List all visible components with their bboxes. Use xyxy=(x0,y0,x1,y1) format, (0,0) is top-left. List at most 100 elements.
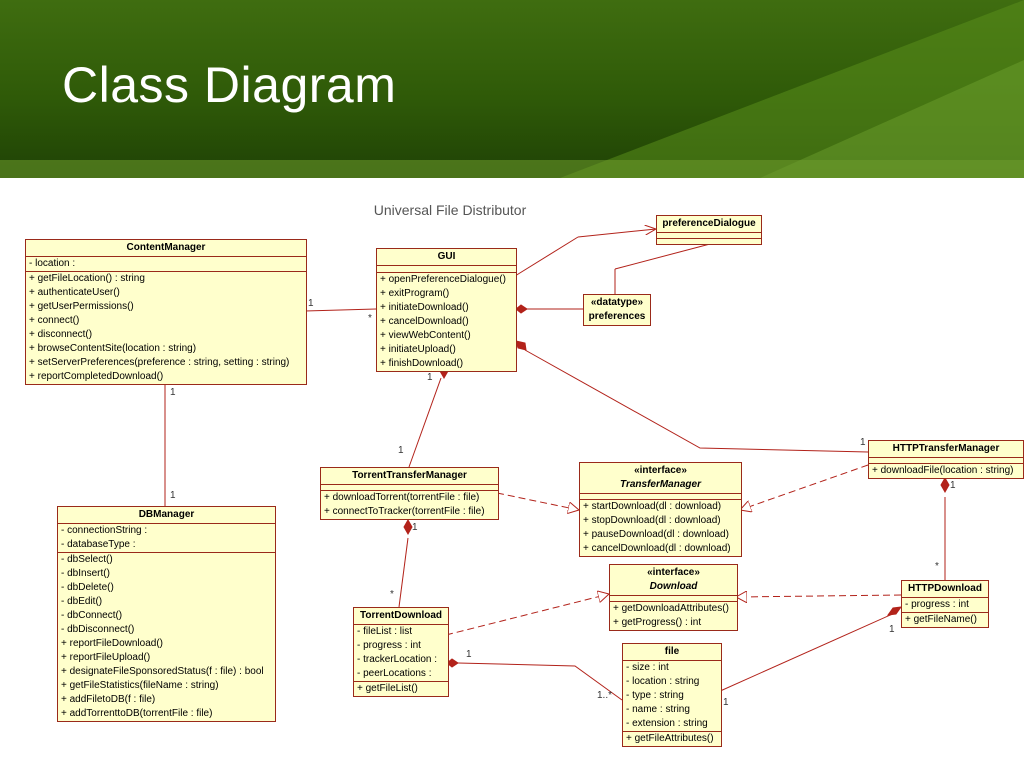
operation: + getProgress() : int xyxy=(613,617,702,628)
interface-download[interactable]: «interface» Download + getDownloadAttrib… xyxy=(609,564,738,631)
operation: + reportFileDownload() xyxy=(61,638,163,649)
diamond-gui-preferences xyxy=(515,304,528,314)
comp-httpdownload-file xyxy=(717,611,898,693)
diamond-http-hd xyxy=(940,476,950,494)
attributes-section xyxy=(869,458,1023,464)
operation: + reportCompletedDownload() xyxy=(29,371,164,382)
operation: + getUserPermissions() xyxy=(29,301,134,312)
comp-gui-torrenttransfermanager xyxy=(408,377,442,468)
operation: + getFileStatistics(fileName : string) xyxy=(61,680,219,691)
operation: + authenticateUser() xyxy=(29,287,120,298)
class-name: HTTPTransferManager xyxy=(869,441,1023,458)
operation: + finishDownload() xyxy=(380,358,464,369)
operation: + stopDownload(dl : download) xyxy=(583,515,721,526)
multiplicity-label: 1 xyxy=(170,387,176,398)
operations-section: + startDownload(dl : download) + stopDow… xyxy=(580,500,741,556)
class-name: preferences xyxy=(588,311,646,322)
attributes-section xyxy=(580,494,741,500)
multiplicity-label: 1 xyxy=(860,437,866,448)
operation: + startDownload(dl : download) xyxy=(583,501,722,512)
attribute: - trackerLocation : xyxy=(357,654,438,665)
multiplicity-label: 1 xyxy=(889,624,895,635)
multiplicity-label: * xyxy=(368,313,372,324)
attribute: - connectionString : xyxy=(61,525,148,536)
attribute: - size : int xyxy=(626,662,669,673)
multiplicity-label: 1..* xyxy=(597,690,613,701)
multiplicity-label: 1 xyxy=(723,697,729,708)
realize-torrentdownload-download xyxy=(445,594,609,636)
operation: + initiateDownload() xyxy=(380,302,469,313)
diamond-ttm-td xyxy=(403,518,413,536)
class-httpdownload[interactable]: HTTPDownload - progress : int + getFileN… xyxy=(901,580,989,628)
operation: + connectToTracker(torrentFile : file) xyxy=(324,506,485,517)
operation: + downloadTorrent(torrentFile : file) xyxy=(324,492,480,503)
attribute: - name : string xyxy=(626,704,690,715)
link-preferences-dialogue xyxy=(614,243,711,270)
stereotype: «interface» xyxy=(647,567,700,578)
operation: + getDownloadAttributes() xyxy=(613,603,729,614)
attribute: - extension : string xyxy=(626,718,708,729)
operation: + disconnect() xyxy=(29,329,93,340)
operation: + getFileName() xyxy=(905,614,977,625)
attributes-section: - size : int - location : string - type … xyxy=(623,661,721,732)
operation: + getFileAttributes() xyxy=(626,733,714,744)
diamond-td-file xyxy=(446,658,459,668)
attribute: - databaseType : xyxy=(61,539,136,550)
operation: - dbDisconnect() xyxy=(61,624,135,635)
operation: + addFiletoDB(f : file) xyxy=(61,694,156,705)
operation: + setServerPreferences(preference : stri… xyxy=(29,357,290,368)
operations-section: + openPreferenceDialogue() + exitProgram… xyxy=(377,273,516,371)
class-gui[interactable]: GUI + openPreferenceDialogue() + exitPro… xyxy=(376,248,517,372)
attributes-section: - progress : int xyxy=(902,598,988,613)
attribute: - location : string xyxy=(626,676,700,687)
operation: + addTorrenttoDB(torrentFile : file) xyxy=(61,708,213,719)
operation: + cancelDownload() xyxy=(380,316,469,327)
operations-section: + getFileAttributes() xyxy=(623,732,721,746)
realize-httptm-transfermanager xyxy=(740,464,869,510)
multiplicity-label: 1 xyxy=(308,298,314,309)
attribute: - peerLocations : xyxy=(357,668,432,679)
class-httptransfermanager[interactable]: HTTPTransferManager + downloadFile(locat… xyxy=(868,440,1024,479)
attribute: - progress : int xyxy=(357,640,421,651)
multiplicity-label: * xyxy=(935,561,939,572)
assoc-contentmanager-gui xyxy=(304,308,377,312)
class-name: HTTPDownload xyxy=(902,581,988,598)
operation: - dbEdit() xyxy=(61,596,103,607)
multiplicity-label: 1 xyxy=(466,649,472,660)
multiplicity-label: 1 xyxy=(950,480,956,491)
class-header: «interface» Download xyxy=(610,565,737,596)
comp-ttm-torrentdownload xyxy=(398,537,409,608)
multiplicity-label: * xyxy=(390,589,394,600)
operations-section xyxy=(657,239,761,244)
operations-section: - dbSelect() - dbInsert() - dbDelete() -… xyxy=(58,553,275,721)
class-name: ContentManager xyxy=(26,240,306,257)
class-preferences[interactable]: «datatype» preferences xyxy=(583,294,651,326)
operation: - dbConnect() xyxy=(61,610,123,621)
operations-section: + getFileLocation() : string + authentic… xyxy=(26,272,306,384)
stereotype: «interface» xyxy=(634,465,687,476)
nav-gui-preferencedialogue xyxy=(577,229,656,238)
operation: - dbDelete() xyxy=(61,582,114,593)
class-dbmanager[interactable]: DBManager - connectionString : - databas… xyxy=(57,506,276,722)
class-name: TorrentDownload xyxy=(354,608,448,625)
class-header: «interface» TransferManager xyxy=(580,463,741,494)
diagram-title: Universal File Distributor xyxy=(373,202,527,218)
interface-transfermanager[interactable]: «interface» TransferManager + startDownl… xyxy=(579,462,742,557)
class-contentmanager[interactable]: ContentManager - location : + getFileLoc… xyxy=(25,239,307,385)
attribute: - fileList : list xyxy=(357,626,413,637)
class-name: DBManager xyxy=(58,507,275,524)
operation: + cancelDownload(dl : download) xyxy=(583,543,731,554)
operation: + getFileList() xyxy=(357,683,418,694)
attributes-section xyxy=(321,485,498,491)
operation: + getFileLocation() : string xyxy=(29,273,145,284)
class-preferencedialogue[interactable]: preferenceDialogue xyxy=(656,215,762,245)
class-torrenttransfermanager[interactable]: TorrentTransferManager + downloadTorrent… xyxy=(320,467,499,520)
class-file[interactable]: file - size : int - location : string - … xyxy=(622,643,722,747)
attribute: - progress : int xyxy=(905,599,969,610)
attributes-section: - location : xyxy=(26,257,306,272)
operations-section: + getDownloadAttributes() + getProgress(… xyxy=(610,602,737,630)
class-torrentdownload[interactable]: TorrentDownload - fileList : list - prog… xyxy=(353,607,449,697)
operation: + viewWebContent() xyxy=(380,330,471,341)
operation: - dbInsert() xyxy=(61,568,110,579)
attributes-section: - connectionString : - databaseType : xyxy=(58,524,275,553)
